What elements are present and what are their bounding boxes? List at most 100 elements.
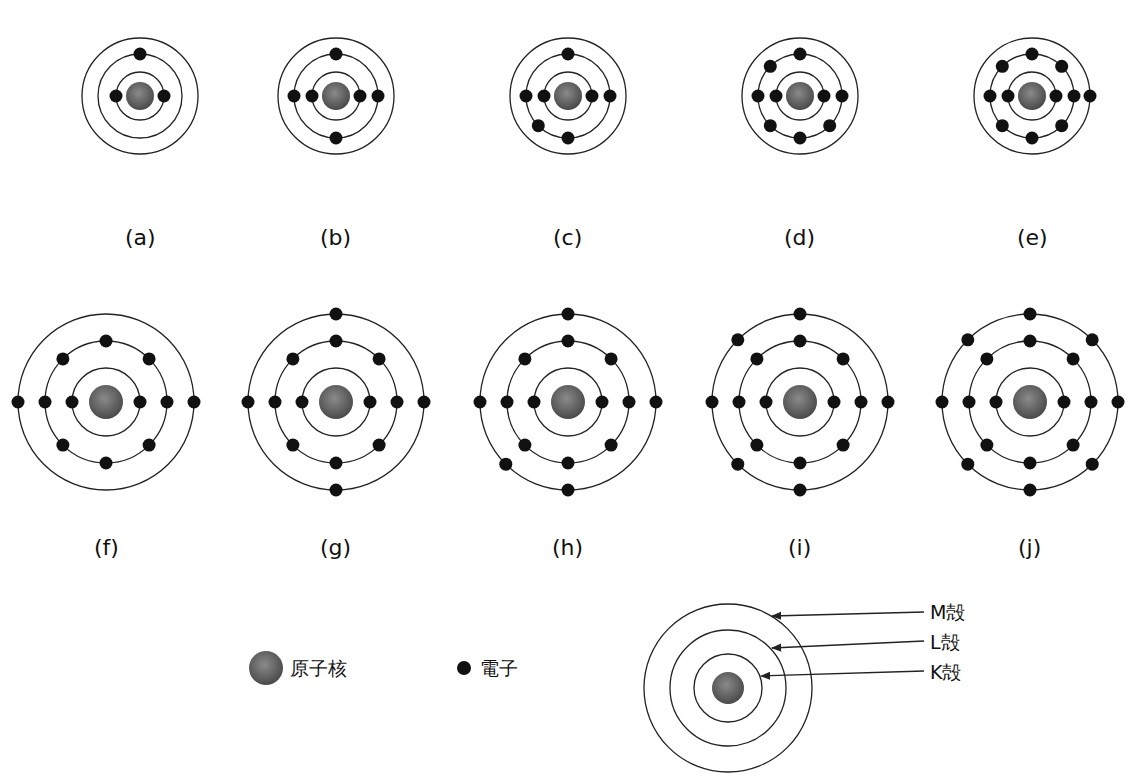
electron bbox=[1058, 396, 1071, 409]
shell-ring bbox=[302, 368, 370, 436]
electron bbox=[1086, 458, 1099, 471]
electron bbox=[984, 90, 997, 103]
electron bbox=[794, 457, 807, 470]
electron bbox=[330, 457, 343, 470]
electron bbox=[1026, 48, 1039, 61]
electron bbox=[752, 90, 765, 103]
electron bbox=[1024, 335, 1037, 348]
nucleus-swatch bbox=[249, 651, 283, 685]
legend-text: 原子核 bbox=[290, 657, 347, 680]
electron bbox=[532, 119, 545, 132]
electron bbox=[520, 90, 533, 103]
electron bbox=[794, 48, 807, 61]
electron bbox=[837, 439, 850, 452]
electron bbox=[1067, 439, 1080, 452]
nucleus bbox=[1013, 385, 1047, 419]
electron bbox=[760, 396, 773, 409]
shell-ring bbox=[996, 368, 1064, 436]
nucleus bbox=[554, 82, 582, 110]
nucleus bbox=[1018, 82, 1046, 110]
electron bbox=[1002, 90, 1015, 103]
electron bbox=[1086, 333, 1099, 346]
electron bbox=[996, 119, 1009, 132]
electron bbox=[586, 90, 599, 103]
electron bbox=[764, 119, 777, 132]
shell-ring bbox=[294, 54, 378, 138]
electron bbox=[996, 60, 1009, 73]
electron bbox=[269, 396, 282, 409]
atom-model bbox=[510, 38, 626, 154]
panel-label: (d) bbox=[784, 225, 815, 251]
shell-label: L殻 bbox=[930, 631, 960, 654]
electron bbox=[623, 396, 636, 409]
electron bbox=[936, 396, 949, 409]
shell-ring bbox=[742, 38, 858, 154]
electron bbox=[474, 396, 487, 409]
atom-model bbox=[706, 308, 895, 497]
panel-label: (j) bbox=[1018, 535, 1041, 561]
electron bbox=[330, 132, 343, 145]
electron bbox=[288, 90, 301, 103]
electron bbox=[650, 396, 663, 409]
nucleus bbox=[783, 385, 817, 419]
electron bbox=[823, 119, 836, 132]
electron bbox=[836, 90, 849, 103]
electron bbox=[706, 396, 719, 409]
legend-text: 電子 bbox=[480, 657, 518, 680]
electron bbox=[794, 132, 807, 145]
shell-key bbox=[644, 604, 924, 772]
electron bbox=[562, 484, 575, 497]
electron bbox=[828, 396, 841, 409]
electron bbox=[143, 352, 156, 365]
shell-ring bbox=[98, 54, 182, 138]
shell-ring bbox=[510, 38, 626, 154]
shell-ring bbox=[72, 368, 140, 436]
shell-ring bbox=[776, 72, 824, 120]
electron bbox=[764, 60, 777, 73]
electron bbox=[242, 396, 255, 409]
electron bbox=[518, 352, 531, 365]
electron bbox=[882, 396, 895, 409]
electron bbox=[373, 352, 386, 365]
electron bbox=[501, 396, 514, 409]
electron bbox=[794, 484, 807, 497]
atom-model bbox=[82, 38, 198, 154]
electron bbox=[100, 335, 113, 348]
electron bbox=[296, 396, 309, 409]
leader-arrow bbox=[761, 671, 924, 676]
electron bbox=[1084, 90, 1097, 103]
electron bbox=[391, 396, 404, 409]
panel-label: (b) bbox=[320, 225, 351, 251]
shell-ring bbox=[544, 72, 592, 120]
shell-ring bbox=[534, 368, 602, 436]
electron bbox=[364, 396, 377, 409]
electron bbox=[158, 90, 171, 103]
shell-label: K殻 bbox=[930, 661, 961, 684]
electron bbox=[604, 90, 617, 103]
electron bbox=[518, 439, 531, 452]
panel-label: (a) bbox=[125, 225, 156, 251]
electron bbox=[354, 90, 367, 103]
electron bbox=[66, 396, 79, 409]
electron bbox=[961, 458, 974, 471]
shell-label: M殻 bbox=[930, 601, 965, 624]
electron bbox=[161, 396, 174, 409]
electron bbox=[1024, 457, 1037, 470]
atom-model bbox=[936, 308, 1125, 497]
electron bbox=[794, 335, 807, 348]
shell-ring bbox=[942, 314, 1118, 490]
electron bbox=[372, 90, 385, 103]
atom-model bbox=[742, 38, 858, 154]
electron bbox=[286, 352, 299, 365]
electron bbox=[750, 352, 763, 365]
electron bbox=[56, 352, 69, 365]
panel-label: (g) bbox=[320, 535, 351, 561]
electron bbox=[1055, 60, 1068, 73]
legend-swatches bbox=[249, 651, 471, 685]
shell-ring bbox=[248, 314, 424, 490]
electron bbox=[330, 308, 343, 321]
electron bbox=[1112, 396, 1125, 409]
shell-ring bbox=[526, 54, 610, 138]
electron bbox=[330, 335, 343, 348]
